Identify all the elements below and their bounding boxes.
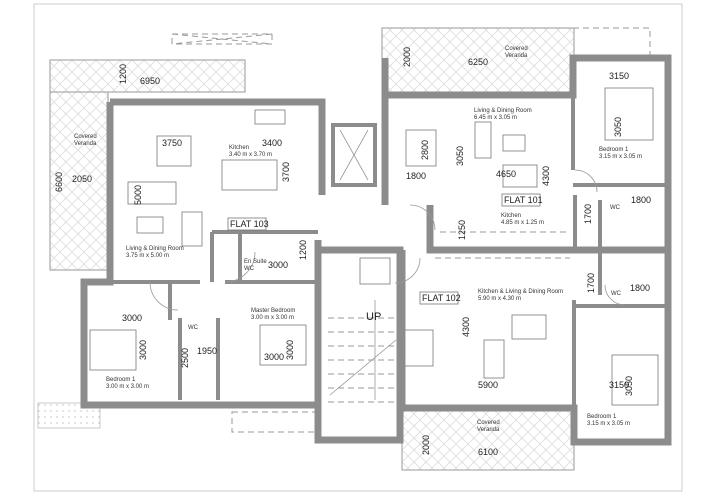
flat-101-label: FLAT 101 bbox=[504, 195, 543, 205]
flat-102: FLAT 102 Kitchen & Living & Dining Room … bbox=[419, 273, 650, 457]
dim-1250: 1250 bbox=[457, 220, 467, 240]
flat-103-veranda-top bbox=[49, 59, 246, 93]
living-102-name: Kitchen & Living & Dining Room bbox=[478, 289, 563, 295]
dim-3150-102: 3150 bbox=[609, 380, 629, 390]
living-101-size: 6.45 m x 3.05 m bbox=[474, 115, 517, 121]
stair-landing-plant bbox=[359, 257, 391, 285]
dim-1200-ensuite: 1200 bbox=[298, 240, 308, 260]
roof-outline-right bbox=[573, 27, 651, 56]
dim-3150-101: 3150 bbox=[609, 71, 629, 81]
bedroom-103-name: Bedroom 1 bbox=[106, 377, 136, 383]
dim-3000-bed1-l: 3000 bbox=[138, 340, 148, 360]
veranda-102-label-2: Veranda bbox=[477, 427, 500, 433]
flat-102-tag-box bbox=[419, 291, 459, 305]
dim-5900: 5900 bbox=[478, 380, 498, 390]
dim-3000-master-l: 3000 bbox=[285, 340, 295, 360]
dim-6600: 6600 bbox=[54, 172, 64, 192]
dim-1800-101: 1800 bbox=[406, 171, 426, 181]
wc-103-label: WC bbox=[188, 325, 199, 331]
wc-101-label: WC bbox=[610, 205, 621, 211]
living-103-name: Living & Dining Room bbox=[126, 246, 184, 252]
bedroom-101-name: Bedroom 1 bbox=[599, 147, 629, 153]
dim-3750: 3750 bbox=[162, 138, 182, 148]
dim-2000-101: 2000 bbox=[402, 47, 412, 67]
roof-outline-top bbox=[171, 33, 273, 45]
stair-walls bbox=[314, 246, 404, 444]
dim-3700: 3700 bbox=[281, 162, 291, 182]
dim-2050: 2050 bbox=[72, 174, 92, 184]
veranda-101-label-2: Veranda bbox=[505, 53, 528, 59]
flat-101: 2000 6250 Covered Veranda Living & Dinin… bbox=[402, 46, 651, 240]
veranda-label-1: Covered bbox=[74, 134, 97, 140]
dim-6100: 6100 bbox=[478, 447, 498, 457]
kitchen-103-size: 3.40 m x 3.70 m bbox=[229, 152, 272, 158]
bedroom-102-name: Bedroom 1 bbox=[587, 414, 617, 420]
roof-outline-bottom bbox=[231, 411, 319, 433]
kitchen-103-name: Kitchen bbox=[229, 145, 249, 151]
kitchen-101-name: Kitchen bbox=[501, 213, 521, 219]
bedroom-102-size: 3.15 m x 3.05 m bbox=[587, 421, 630, 427]
ensuite-label-1: En Suite bbox=[244, 259, 267, 265]
flat-101-tag-box bbox=[501, 193, 541, 207]
living-102-size: 5.90 m x 4.30 m bbox=[478, 296, 521, 302]
lift-shaft bbox=[331, 123, 377, 187]
bedroom-101-size: 3.15 m x 3.05 m bbox=[599, 154, 642, 160]
ensuite-label-2: WC bbox=[244, 266, 255, 272]
veranda-label-2: Veranda bbox=[74, 141, 97, 147]
flat-103-tag-box bbox=[227, 217, 267, 231]
dim-6250: 6250 bbox=[468, 57, 488, 67]
dim-2000-102: 2000 bbox=[421, 435, 431, 455]
sheet-frame bbox=[33, 3, 683, 492]
lift-cross bbox=[339, 129, 369, 181]
master-name: Master Bedroom bbox=[251, 308, 295, 314]
dim-6950: 6950 bbox=[140, 76, 160, 86]
stair-up-label: UP bbox=[366, 311, 381, 323]
flat-102-label: FLAT 102 bbox=[422, 293, 461, 303]
dim-3000-bed1-w: 3000 bbox=[122, 313, 142, 323]
stair-treads bbox=[328, 300, 397, 403]
dim-3050-bed101: 3050 bbox=[613, 117, 623, 137]
dim-1950: 1950 bbox=[197, 346, 217, 356]
flat-103-walls bbox=[80, 98, 326, 409]
dim-1800-wc101: 1800 bbox=[631, 195, 651, 205]
living-103-size: 3.75 m x 5.00 m bbox=[126, 253, 169, 259]
dim-1800-102: 1800 bbox=[630, 283, 650, 293]
flat-103-partitions bbox=[110, 230, 318, 400]
bedroom-103-size: 3.00 m x 3.00 m bbox=[106, 384, 149, 390]
dim-3000-master-w: 3000 bbox=[264, 352, 284, 362]
furniture bbox=[89, 87, 659, 406]
flat-103-label: FLAT 103 bbox=[230, 219, 269, 229]
dim-3050-101: 3050 bbox=[455, 146, 465, 166]
dim-4300-102: 4300 bbox=[461, 317, 471, 337]
dim-4650: 4650 bbox=[496, 169, 516, 179]
master-size: 3.00 m x 3.00 m bbox=[251, 315, 294, 321]
kitchen-101-size: 4.85 m x 1.25 m bbox=[501, 220, 544, 226]
flat-103: 6950 1200 Covered Veranda 6600 2050 3750… bbox=[54, 64, 308, 390]
dim-2500: 2500 bbox=[180, 348, 190, 368]
living-101-name: Living & Dining Room bbox=[474, 108, 532, 114]
dim-2800: 2800 bbox=[420, 140, 430, 160]
dim-4300-101: 4300 bbox=[541, 166, 551, 186]
wc-102-label: WC bbox=[611, 291, 622, 297]
veranda-102-label-1: Covered bbox=[477, 420, 500, 426]
veranda-101-label-1: Covered bbox=[505, 46, 528, 52]
dim-1700-102: 1700 bbox=[586, 273, 596, 293]
dim-3400: 3400 bbox=[262, 138, 282, 148]
flat-102-walls bbox=[398, 250, 672, 446]
dim-1700-101: 1700 bbox=[583, 204, 593, 224]
flat-103-veranda-side bbox=[49, 91, 109, 271]
dim-3000-ensuite: 3000 bbox=[268, 260, 288, 270]
dim-3050-102: 3050 bbox=[624, 376, 634, 396]
flat-102-partitions bbox=[572, 250, 668, 408]
flat-101-partitions bbox=[571, 95, 668, 250]
dim-1200-veranda: 1200 bbox=[118, 64, 128, 84]
door-swings bbox=[149, 169, 626, 311]
dim-5000: 5000 bbox=[133, 185, 143, 205]
